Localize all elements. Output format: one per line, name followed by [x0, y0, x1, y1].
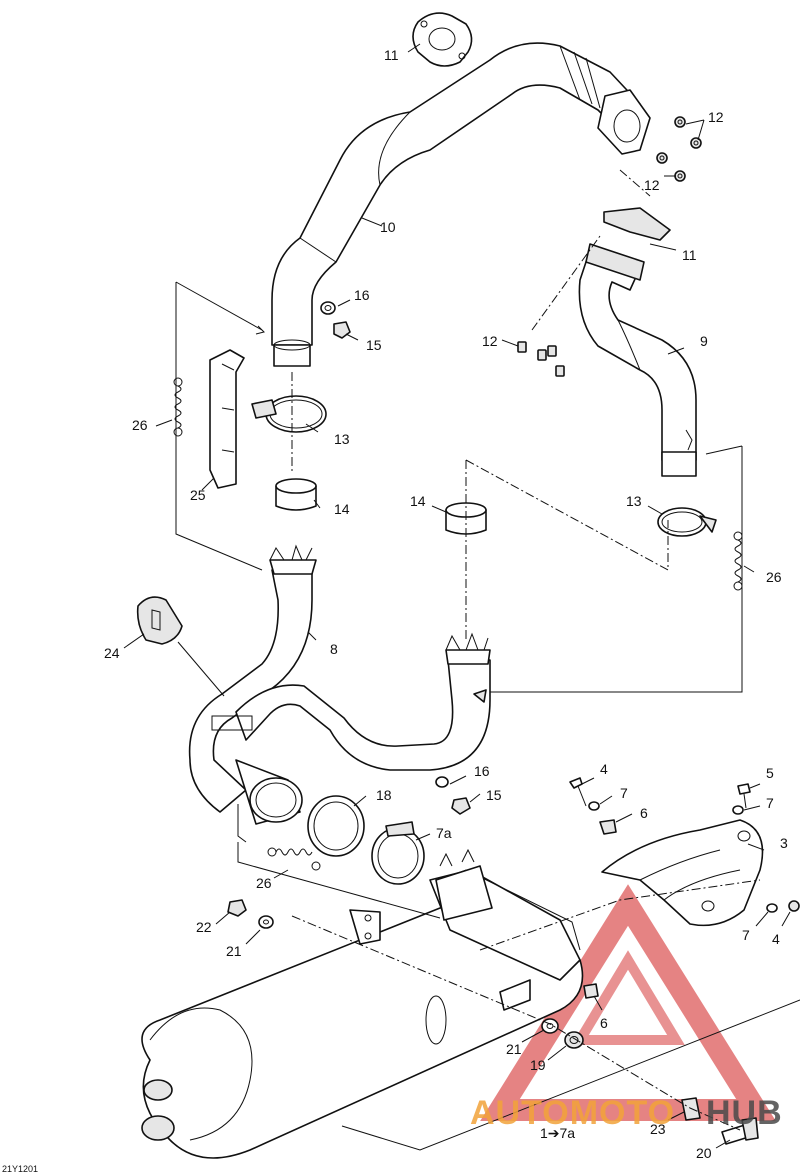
callout-5: 5: [766, 765, 774, 781]
spacer-23: [681, 1097, 701, 1121]
nut-15-lower: [451, 797, 471, 815]
clamp-13-upper: [251, 395, 327, 433]
callout-15-top: 15: [366, 337, 382, 353]
drawing-id: 21Y1201: [2, 1164, 38, 1174]
callout-12-top-left: 12: [644, 177, 660, 193]
callout-6-top: 6: [640, 805, 648, 821]
callout-19: 19: [530, 1057, 546, 1073]
nuts-group-mid: [517, 341, 565, 377]
callout-21-left: 21: [226, 943, 242, 959]
callout-7-lower: 7: [742, 927, 750, 943]
watermark-wordmark: AUTOMOTO HUB: [470, 1094, 783, 1132]
washer-21-left: [258, 915, 274, 929]
callout-11-top: 11: [384, 47, 399, 63]
callout-leaders: [123, 43, 791, 1149]
bolt-5: [737, 783, 751, 809]
watermark-word-orange: AUTOMOTO: [470, 1094, 675, 1132]
callout-22: 22: [196, 919, 212, 935]
heat-shield-3: [601, 819, 764, 927]
callout-13-upper: 13: [334, 431, 350, 447]
watermark-word-dark: HUB: [706, 1094, 783, 1132]
callout-14-left: 14: [334, 501, 350, 517]
upper-exhaust-pipe: [271, 42, 651, 367]
washer-21-right: [541, 1018, 559, 1034]
callout-21-right: 21: [506, 1041, 522, 1057]
y-pipe-assembly: [188, 544, 491, 825]
callout-24: 24: [104, 645, 120, 661]
callout-3: 3: [780, 835, 788, 851]
callout-7a: 7a: [436, 825, 452, 841]
gasket-mid: [603, 207, 671, 241]
washer-16-lower: [435, 776, 449, 788]
callout-7-right: 7: [766, 795, 774, 811]
callout-6-lower: 6: [600, 1015, 608, 1031]
washer-7-lower: [766, 903, 778, 913]
callout-10: 10: [380, 219, 396, 235]
washer-7-top: [588, 801, 600, 811]
assembly-lines: [175, 169, 800, 1151]
washer-7-right: [732, 805, 744, 815]
rubber-mount-24: [136, 596, 183, 645]
nuts-group-top: [656, 116, 702, 182]
grommet-19: [564, 1031, 584, 1049]
callout-8: 8: [330, 641, 338, 657]
callout-ref-1-7a: 1➔7a: [540, 1125, 575, 1141]
muffler: [141, 848, 584, 1159]
callout-15-lower: 15: [486, 787, 502, 803]
clip-6-lower: [583, 983, 599, 999]
callout-4-top: 4: [600, 761, 608, 777]
callout-14-right: 14: [410, 493, 426, 509]
spring-26-lower: [267, 847, 321, 871]
spring-26-left: [173, 377, 183, 437]
callout-4-lower: 4: [772, 931, 780, 947]
callout-25: 25: [190, 487, 206, 503]
nut-15-top: [333, 321, 351, 339]
clamp-13-right: [657, 507, 717, 537]
clip-6-top: [599, 819, 617, 835]
callout-20: 20: [696, 1145, 712, 1161]
sleeve-14-left: [275, 478, 317, 511]
sleeve-18: [307, 795, 365, 857]
callout-7-top: 7: [620, 785, 628, 801]
callout-11-mid: 11: [682, 247, 697, 263]
callout-9: 9: [700, 333, 708, 349]
callout-12-top-right: 12: [708, 109, 724, 125]
front-exhaust-pipe: [578, 243, 697, 477]
bolt-20: [721, 1117, 759, 1145]
nut-22: [227, 899, 247, 917]
spring-26-right: [733, 531, 743, 591]
callout-16-top: 16: [354, 287, 370, 303]
callout-26-right: 26: [766, 569, 782, 585]
washer-16-top: [320, 301, 336, 315]
callout-23: 23: [650, 1121, 666, 1137]
callout-13-right: 13: [626, 493, 642, 509]
callout-26-lower: 26: [256, 875, 272, 891]
callout-16-lower: 16: [474, 763, 490, 779]
callout-12-mid: 12: [482, 333, 498, 349]
gasket-top: [412, 12, 473, 67]
bolt-4-top: [569, 777, 587, 807]
callout-26-left: 26: [132, 417, 148, 433]
callout-labels: 11 12 12 10 11 16 15 12 9 26 13 25 14 14…: [104, 47, 788, 1161]
heat-shield-25: [209, 349, 245, 489]
callout-18: 18: [376, 787, 392, 803]
bolt-4-lower: [788, 900, 800, 912]
clamp-7a: [371, 821, 425, 885]
